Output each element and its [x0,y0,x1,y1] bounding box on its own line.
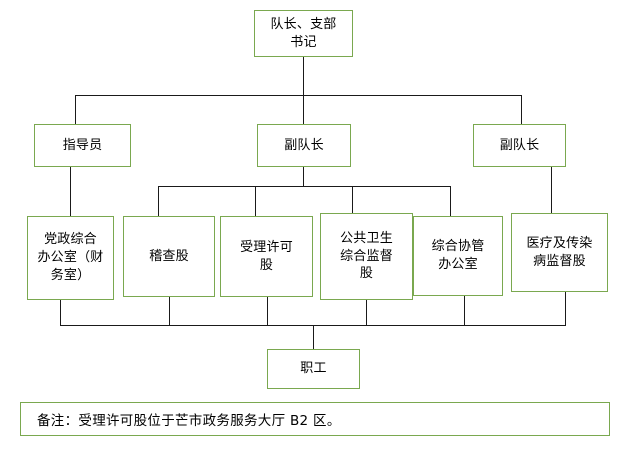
connector-up-inspection [169,297,170,325]
connector-deputy-center-stem [303,167,304,186]
connector-bottom-bus [60,325,566,326]
connector-level2-bus [75,95,522,96]
node-licensing-section-label: 受理许可 股 [240,239,293,273]
node-deputy-captain-right-label: 副队长 [499,137,540,153]
connector-drop-deputy-right [521,95,522,124]
connector-up-medical [565,292,566,325]
connector-up-public-health [366,300,367,325]
node-staff-label: 职工 [300,361,327,377]
node-deputy-captain-right[interactable]: 副队长 [473,124,566,167]
connector-drop-licensing [255,186,256,216]
node-licensing-section[interactable]: 受理许可 股 [220,216,313,297]
node-staff[interactable]: 职工 [267,349,360,389]
connector-drop-deputy-center [303,95,304,124]
node-coordination-office-label: 综合协管 办公室 [431,239,485,272]
connector-drop-coordination [450,186,451,216]
node-public-health-supervision[interactable]: 公共卫生 综合监督 股 [320,213,413,300]
node-inspection-section-label: 稽查股 [149,248,189,264]
connector-bus-to-staff [313,325,314,349]
node-captain-label: 队长、支部 书记 [270,16,337,50]
node-instructor[interactable]: 指导员 [34,124,131,167]
remark-note-text: 备注：受理许可股位于芒市政务服务大厅 B2 区。 [37,413,341,429]
node-party-admin-office-label: 党政综合 办公室（财 务室） [37,232,104,283]
connector-up-coordination [464,296,465,325]
connector-drop-public-health [352,186,353,216]
connector-up-party-office [60,300,61,325]
remark-note: 备注：受理许可股位于芒市政务服务大厅 B2 区。 [20,402,610,436]
connector-drop-inspection [158,186,159,216]
node-captain[interactable]: 队长、支部 书记 [254,10,353,57]
connector-up-licensing [267,297,268,325]
connector-drop-instructor [75,95,76,124]
node-deputy-captain-center-label: 副队长 [284,137,324,153]
node-medical-infectious-supervision-label: 医疗及传染 病监督股 [526,235,593,269]
node-instructor-label: 指导员 [62,137,103,153]
connector-deputy-right-to-medical [551,167,552,213]
node-public-health-supervision-label: 公共卫生 综合监督 股 [340,230,393,282]
connector-level3-bus [158,186,451,187]
node-party-admin-office[interactable]: 党政综合 办公室（财 务室） [27,216,114,300]
node-coordination-office[interactable]: 综合协管 办公室 [413,216,503,296]
node-deputy-captain-center[interactable]: 副队长 [257,124,351,167]
connector-instructor-to-party-office [70,167,71,216]
node-inspection-section[interactable]: 稽查股 [123,216,215,297]
node-medical-infectious-supervision[interactable]: 医疗及传染 病监督股 [511,213,608,292]
connector-captain-stem [303,57,304,95]
